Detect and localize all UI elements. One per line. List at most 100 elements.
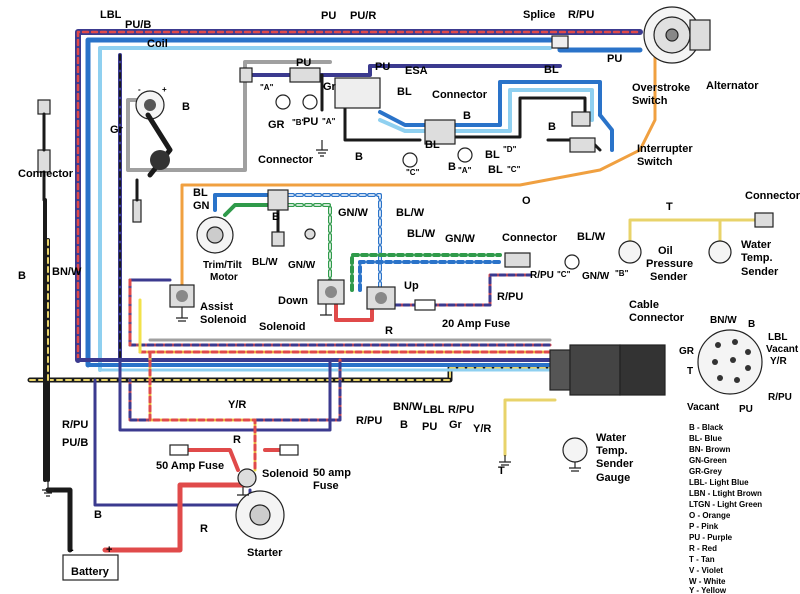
legend-item: GR-Grey: [689, 467, 722, 476]
label-pin-c-3: "C": [557, 270, 571, 279]
wire-tan-top: [628, 218, 757, 250]
label-pu-top: PU: [321, 10, 336, 22]
label-b-mid: B: [355, 151, 363, 163]
label-pu-b-left: PU/B: [62, 437, 88, 449]
label-pu-b: PU/B: [125, 19, 151, 31]
label-starter: Starter: [247, 547, 283, 559]
starter-motor: [235, 490, 285, 540]
label-b-trim: B: [272, 211, 280, 223]
color-legend: B - Black BL- Blue BN- Brown GN-Green GR…: [689, 423, 762, 594]
label-overstroke-1: Overstroke: [632, 82, 690, 94]
label-pu-lower: PU: [422, 421, 437, 433]
legend-item: PU - Purple: [689, 533, 733, 542]
label-gauge-3: Sender: [596, 458, 634, 470]
label-r-pu-top: R/PU: [568, 9, 594, 21]
down-solenoid: [317, 279, 345, 305]
legend-item: V - Violet: [689, 566, 723, 575]
terminal-pu: [302, 94, 318, 110]
label-pin-lbl: LBL: [768, 332, 787, 343]
label-connector-top: Connector: [432, 89, 488, 101]
label-pin-c-1: "C": [507, 165, 521, 174]
label-connector-press: Connector: [502, 232, 558, 244]
terminal-bl-c: [457, 147, 473, 163]
label-r-pu-lower-2: R/PU: [448, 404, 474, 416]
legend-item: T - Tan: [689, 555, 715, 564]
spark-plug: [132, 178, 142, 223]
label-pin-vacant-1: Vacant: [766, 344, 799, 355]
label-water-2: Temp.: [741, 252, 773, 264]
label-bl-w-press: BL/W: [577, 231, 606, 243]
legend-item: BN- Brown: [689, 445, 730, 454]
legend-item: B - Black: [689, 423, 724, 432]
label-water-1: Water: [741, 239, 772, 251]
interrupter-switch: [569, 137, 596, 153]
label-pu-terminal: PU: [303, 116, 318, 128]
label-fuse-50b-1: 50 amp: [313, 467, 351, 479]
label-oil-2: Pressure: [646, 258, 693, 270]
label-gauge-2: Temp.: [596, 445, 628, 457]
label-lbl: LBL: [100, 9, 122, 21]
wire-main-harness: [27, 278, 557, 457]
label-pin-a-3: "A": [458, 166, 472, 175]
label-pin-rpu: R/PU: [768, 392, 792, 403]
label-alternator: Alternator: [706, 80, 759, 92]
label-pin-b-2: "B": [615, 269, 629, 278]
label-pin-a-1: "A": [260, 83, 274, 92]
label-gr-coil: Gr: [110, 124, 124, 136]
label-r-pu-lower: R/PU: [356, 415, 382, 427]
splice: [551, 35, 569, 49]
label-connector-left: Connector: [18, 168, 74, 180]
label-battery-plus: +: [106, 544, 112, 556]
label-up: Up: [404, 280, 419, 292]
water-temp-sender: [708, 240, 732, 264]
label-gn-w-press: GN/W: [582, 271, 610, 282]
label-pin-yr: Y/R: [770, 356, 787, 367]
label-oil-1: Oil: [658, 245, 673, 257]
label-solenoid: Solenoid: [259, 321, 305, 333]
label-coil-plus: +: [162, 85, 167, 94]
label-pin-bnw: BN/W: [710, 315, 737, 326]
label-solenoid-starter: Solenoid: [262, 468, 308, 480]
label-pin-gr: GR: [679, 346, 695, 357]
label-gn-w-plug: GN/W: [288, 260, 316, 271]
label-y-r-2: Y/R: [473, 423, 491, 435]
label-cable-1: Cable: [629, 299, 659, 311]
label-interrupter-2: Switch: [637, 156, 673, 168]
legend-item: LBL- Light Blue: [689, 478, 749, 487]
label-pin-b-1: "B": [292, 118, 306, 127]
pin-connector-face: [697, 329, 763, 395]
label-r-solenoid: R: [385, 325, 393, 337]
label-b-right: B: [548, 121, 556, 133]
label-water-3: Sender: [741, 266, 779, 278]
label-t-lower: T: [498, 465, 505, 477]
cable-connector: [549, 344, 666, 396]
pressure-terminal: [564, 254, 580, 270]
label-battery-minus: -: [70, 544, 74, 556]
label-pin-c-2: "C": [406, 168, 420, 177]
trim-connector: [267, 189, 289, 211]
label-pin-d: "D": [503, 145, 517, 154]
wire-grey: [126, 60, 332, 172]
label-o: O: [522, 195, 531, 207]
label-connector-mid: Connector: [258, 154, 314, 166]
label-cable-2: Connector: [629, 312, 685, 324]
label-pin-a-2: "A": [322, 117, 336, 126]
label-r-pu-mid: R/PU: [497, 291, 523, 303]
label-y-r-1: Y/R: [228, 399, 246, 411]
overstroke-switch: [571, 111, 591, 127]
up-solenoid: [366, 286, 396, 310]
label-r-pu-press: R/PU: [530, 270, 554, 281]
oil-pressure-sender: [618, 240, 642, 264]
wire-esa-black: [320, 73, 422, 142]
label-pin-t: T: [687, 366, 693, 377]
legend-item: LTGN - Light Green: [689, 500, 762, 509]
legend-item: W - White: [689, 577, 726, 586]
fuse-50-amp: [169, 444, 189, 456]
legend-item: GN-Green: [689, 456, 727, 465]
label-b-d: B: [448, 161, 456, 173]
label-bl-trim: BL: [193, 187, 208, 199]
label-bl-w-trim: BL/W: [396, 207, 425, 219]
label-assist-2: Solenoid: [200, 314, 246, 326]
terminal-gr: [275, 94, 291, 110]
